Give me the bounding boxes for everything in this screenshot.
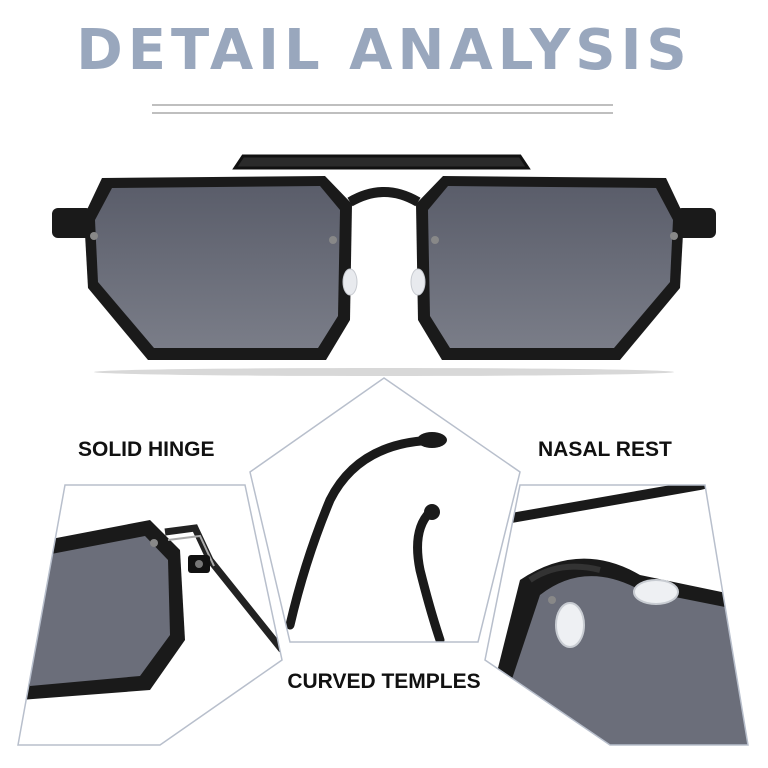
solid-hinge-label: SOLID HINGE bbox=[78, 438, 215, 461]
sunglasses-front-view bbox=[52, 154, 716, 376]
nose-pad-closeup bbox=[485, 485, 748, 745]
page-title: DETAIL ANALYSIS bbox=[76, 18, 692, 83]
title-divider-bottom bbox=[152, 112, 613, 114]
title-divider-top bbox=[152, 104, 613, 106]
nasal-rest-label: NASAL REST bbox=[538, 438, 672, 461]
hinge-closeup bbox=[18, 485, 282, 745]
curved-temples-label: CURVED TEMPLES bbox=[287, 670, 481, 693]
